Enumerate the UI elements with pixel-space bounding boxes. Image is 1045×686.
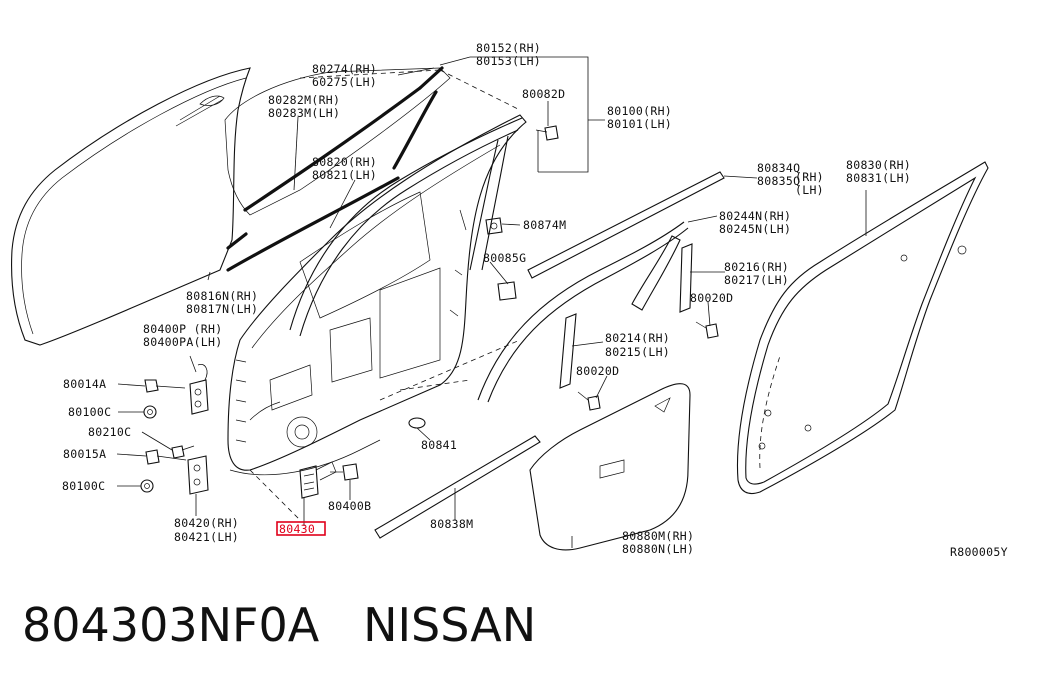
label-80880n: 80880N(LH) <box>622 542 694 556</box>
label-80085g: 80085G <box>483 251 526 265</box>
label-80816n: 80816N(RH) <box>186 289 258 303</box>
diagram-reference-id: R800005Y <box>950 545 1008 559</box>
bolt-80020d-upper <box>695 321 719 339</box>
label-80216: 80216(RH) <box>724 260 789 274</box>
label-80835q-lh: (LH) <box>795 183 824 197</box>
label-80400p: 80400P (RH) <box>143 322 222 336</box>
label-80820: 80820(RH) <box>312 155 377 169</box>
door-lock-80430 <box>299 461 337 499</box>
label-80420: 80420(RH) <box>174 516 239 530</box>
brand-name: NISSAN <box>363 598 537 652</box>
label-80100c-upper: 80100C <box>68 405 111 419</box>
label-80841: 80841 <box>421 438 457 452</box>
clip-80874m <box>485 217 503 235</box>
label-80275: 60275(LH) <box>312 75 377 89</box>
label-80274: 80274(RH) <box>312 62 377 76</box>
exploded-door-diagram: 80152(RH) 80153(LH) 80274(RH) 60275(LH) … <box>11 41 1008 559</box>
belt-molding-80838m <box>374 435 541 539</box>
label-80834q: 80834Q <box>757 161 800 175</box>
door-outer-skin <box>11 67 251 346</box>
nut-80100c-lower <box>140 479 154 493</box>
bolt-80400b <box>330 463 359 481</box>
label-80831: 80831(LH) <box>846 171 911 185</box>
label-80874m: 80874M <box>523 218 566 232</box>
callout-labels: 80152(RH) 80153(LH) 80274(RH) 60275(LH) … <box>62 41 1008 559</box>
label-80101: 80101(LH) <box>607 117 672 131</box>
door-weatherstrip-80830 <box>736 161 989 495</box>
label-80020d-upper: 80020D <box>690 291 733 305</box>
door-hinge-lower <box>187 455 209 495</box>
label-80082d: 80082D <box>522 87 565 101</box>
bolt-80015a <box>145 449 187 465</box>
label-80153: 80153(LH) <box>476 54 541 68</box>
plug-80841 <box>408 417 426 429</box>
label-80100c-lower: 80100C <box>62 479 105 493</box>
part-footer: 804303NF0A NISSAN <box>22 598 536 652</box>
label-80283m: 80283M(LH) <box>268 106 340 120</box>
leader-lines <box>116 56 867 548</box>
label-80282m: 80282M(RH) <box>268 93 340 107</box>
label-80014a: 80014A <box>63 377 106 391</box>
label-80020d-lower: 80020D <box>576 364 619 378</box>
window-sash <box>289 117 523 337</box>
label-80880m: 80880M(RH) <box>622 529 694 543</box>
bolt-80082d <box>535 125 559 141</box>
door-hinge-upper <box>189 363 209 415</box>
sealing-screen-80880 <box>529 383 691 551</box>
highlight-box <box>276 521 326 536</box>
sash-cover-80216 <box>679 243 693 313</box>
label-80100: 80100(RH) <box>607 104 672 118</box>
label-80834q-rh: (RH) <box>795 170 824 184</box>
label-80215: 80215(LH) <box>605 345 670 359</box>
label-80830: 80830(RH) <box>846 158 911 172</box>
label-80400b: 80400B <box>328 499 371 513</box>
bolt-80020d-lower <box>577 391 601 411</box>
label-80821: 80821(LH) <box>312 168 377 182</box>
garnish-80244-upper <box>631 235 681 311</box>
label-80400pa: 80400PA(LH) <box>143 335 222 349</box>
label-80817n: 80817N(LH) <box>186 302 258 316</box>
door-inner-panel <box>227 114 527 521</box>
label-80015a: 80015A <box>63 447 106 461</box>
weatherstrip-80834q <box>527 171 725 279</box>
label-80835q: 80835Q <box>757 174 800 188</box>
label-80210c: 80210C <box>88 425 131 439</box>
label-80245n: 80245N(LH) <box>719 222 791 236</box>
bolt-80014a <box>144 379 186 393</box>
label-80421: 80421(LH) <box>174 530 239 544</box>
label-80217: 80217(LH) <box>724 273 789 287</box>
nut-80100c-upper <box>143 405 157 419</box>
door-window-glass <box>224 66 521 272</box>
grommet-80085g <box>497 281 517 301</box>
part-number: 804303NF0A <box>22 598 320 652</box>
molding-80244n <box>477 221 689 403</box>
bolt-80210c <box>171 445 195 459</box>
label-80152: 80152(RH) <box>476 41 541 55</box>
channel-80214 <box>559 313 577 389</box>
label-80838m: 80838M <box>430 517 473 531</box>
label-80244n: 80244N(RH) <box>719 209 791 223</box>
label-80214: 80214(RH) <box>605 331 670 345</box>
label-80430: 80430 <box>279 522 315 536</box>
